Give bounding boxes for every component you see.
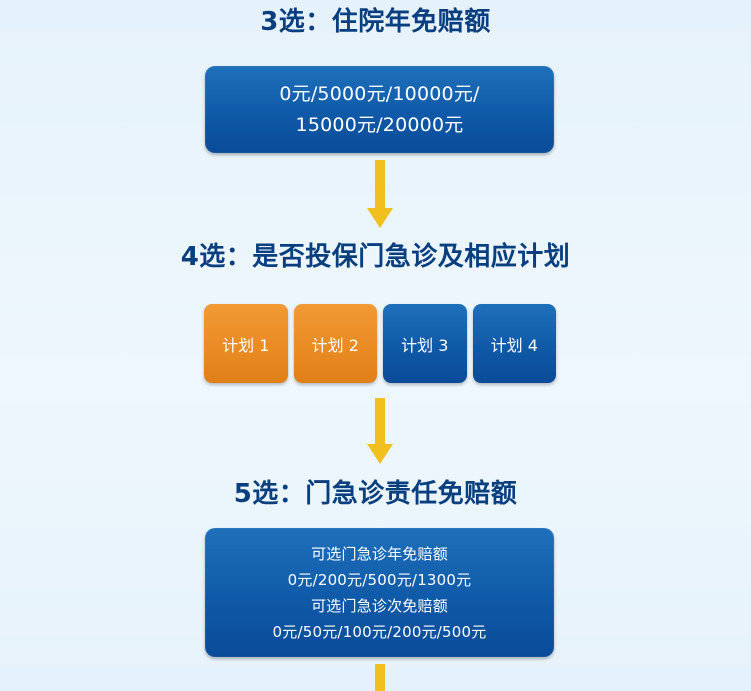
step5-line4: 0元/50元/100元/200元/500元 — [272, 622, 487, 641]
plan-2-button[interactable]: 计划 2 — [293, 304, 377, 383]
step5-line3: 可选门急诊次免赔额 — [311, 596, 448, 615]
step3-options-line2: 15000元/20000元 — [295, 113, 464, 136]
step3-options-line1: 0元/5000元/10000元/ — [279, 82, 480, 105]
arrow-down-icon — [367, 160, 393, 228]
plan-3-button[interactable]: 计划 3 — [383, 304, 467, 383]
arrow-down-icon — [367, 398, 393, 464]
step3-options-box: 0元/5000元/10000元/ 15000元/20000元 — [205, 66, 554, 153]
arrow-down-icon — [367, 664, 393, 691]
plan-4-button[interactable]: 计划 4 — [472, 304, 556, 383]
step5-options-box: 可选门急诊年免赔额 0元/200元/500元/1300元 可选门急诊次免赔额 0… — [205, 528, 554, 657]
step3-title: 3选：住院年免赔额 — [260, 7, 491, 37]
step4-title: 4选：是否投保门急诊及相应计划 — [180, 242, 571, 272]
plan-1-button[interactable]: 计划 1 — [204, 304, 288, 383]
step5-line1: 可选门急诊年免赔额 — [311, 544, 448, 563]
plan-options: 计划 1 计划 2 计划 3 计划 4 — [204, 304, 556, 383]
step5-line2: 0元/200元/500元/1300元 — [287, 570, 472, 589]
step5-title: 5选：门急诊责任免赔额 — [233, 479, 518, 509]
